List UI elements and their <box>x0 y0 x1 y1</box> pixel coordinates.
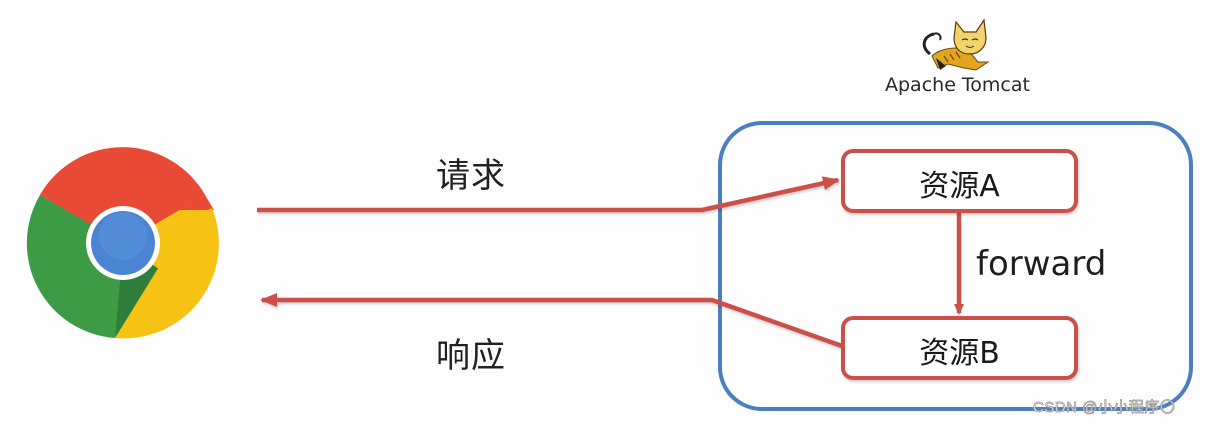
request-label: 请求 <box>436 156 506 196</box>
resource-a-box <box>841 149 1078 213</box>
tomcat-logo-text: Apache Tomcat <box>885 74 1030 96</box>
chrome-browser-icon <box>26 147 219 339</box>
watermark: CSDN @小小程序〇 <box>1033 399 1176 417</box>
server-container <box>718 121 1193 411</box>
resource-b-label: 资源B <box>919 336 1000 371</box>
tomcat-cat-icon <box>922 18 990 71</box>
forward-label: forward <box>976 244 1107 284</box>
request-arrow <box>257 176 840 213</box>
resource-a-label: 资源A <box>919 169 1000 204</box>
response-arrow <box>260 293 843 349</box>
resource-b-box <box>841 316 1078 380</box>
response-label: 响应 <box>436 336 506 376</box>
